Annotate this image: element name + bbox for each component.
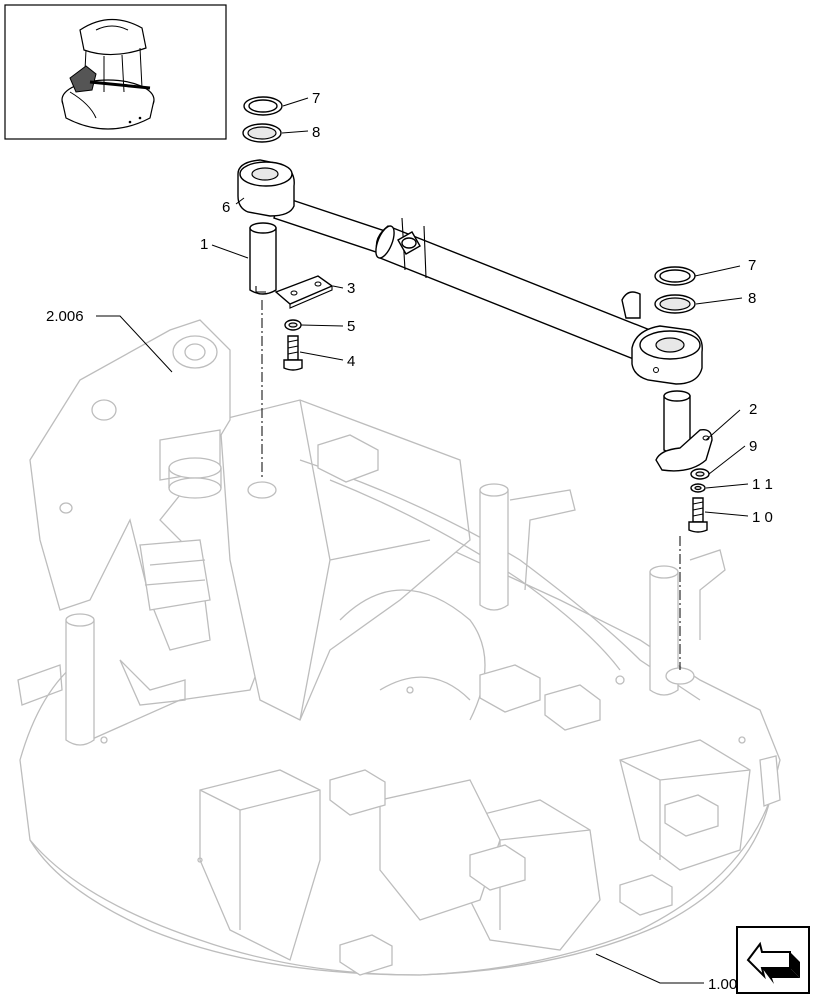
callout-10: 1 0	[752, 509, 773, 526]
bolt-10	[688, 497, 708, 533]
callout-3: 3	[347, 280, 355, 297]
callout-8-left: 8	[312, 124, 320, 141]
seal-ring-7-left	[243, 96, 283, 116]
thumbnail-overview	[4, 4, 227, 140]
callout-6: 6	[222, 199, 230, 216]
leader-lines	[96, 97, 749, 984]
next-page-arrow-icon[interactable]	[736, 926, 810, 994]
seal-ring-7-right	[654, 266, 696, 286]
bolt-4	[283, 335, 303, 371]
callout-4: 4	[347, 353, 355, 370]
cylinder-assembly	[237, 159, 703, 385]
reference-2006: 2.006	[46, 308, 84, 325]
seal-ring-8-right	[654, 294, 696, 314]
callout-9: 9	[749, 438, 757, 455]
callout-1: 1	[200, 236, 208, 253]
washer-5	[284, 319, 302, 331]
callout-8-right: 8	[748, 290, 756, 307]
swing-bracket-ghost	[29, 319, 231, 651]
washer-11	[690, 483, 706, 493]
washer-9	[690, 468, 710, 480]
callout-7-right: 7	[748, 257, 756, 274]
callout-2: 2	[749, 401, 757, 418]
lock-plate-3	[274, 275, 334, 309]
callout-5: 5	[347, 318, 355, 335]
callout-11: 1 1	[752, 476, 773, 493]
pin-1	[249, 222, 277, 295]
seal-ring-8-left	[242, 123, 282, 143]
machine-overview-icon	[61, 18, 155, 130]
upper-frame-ghost	[17, 399, 781, 976]
callout-7-left: 7	[312, 90, 320, 107]
pin-2	[655, 390, 713, 472]
